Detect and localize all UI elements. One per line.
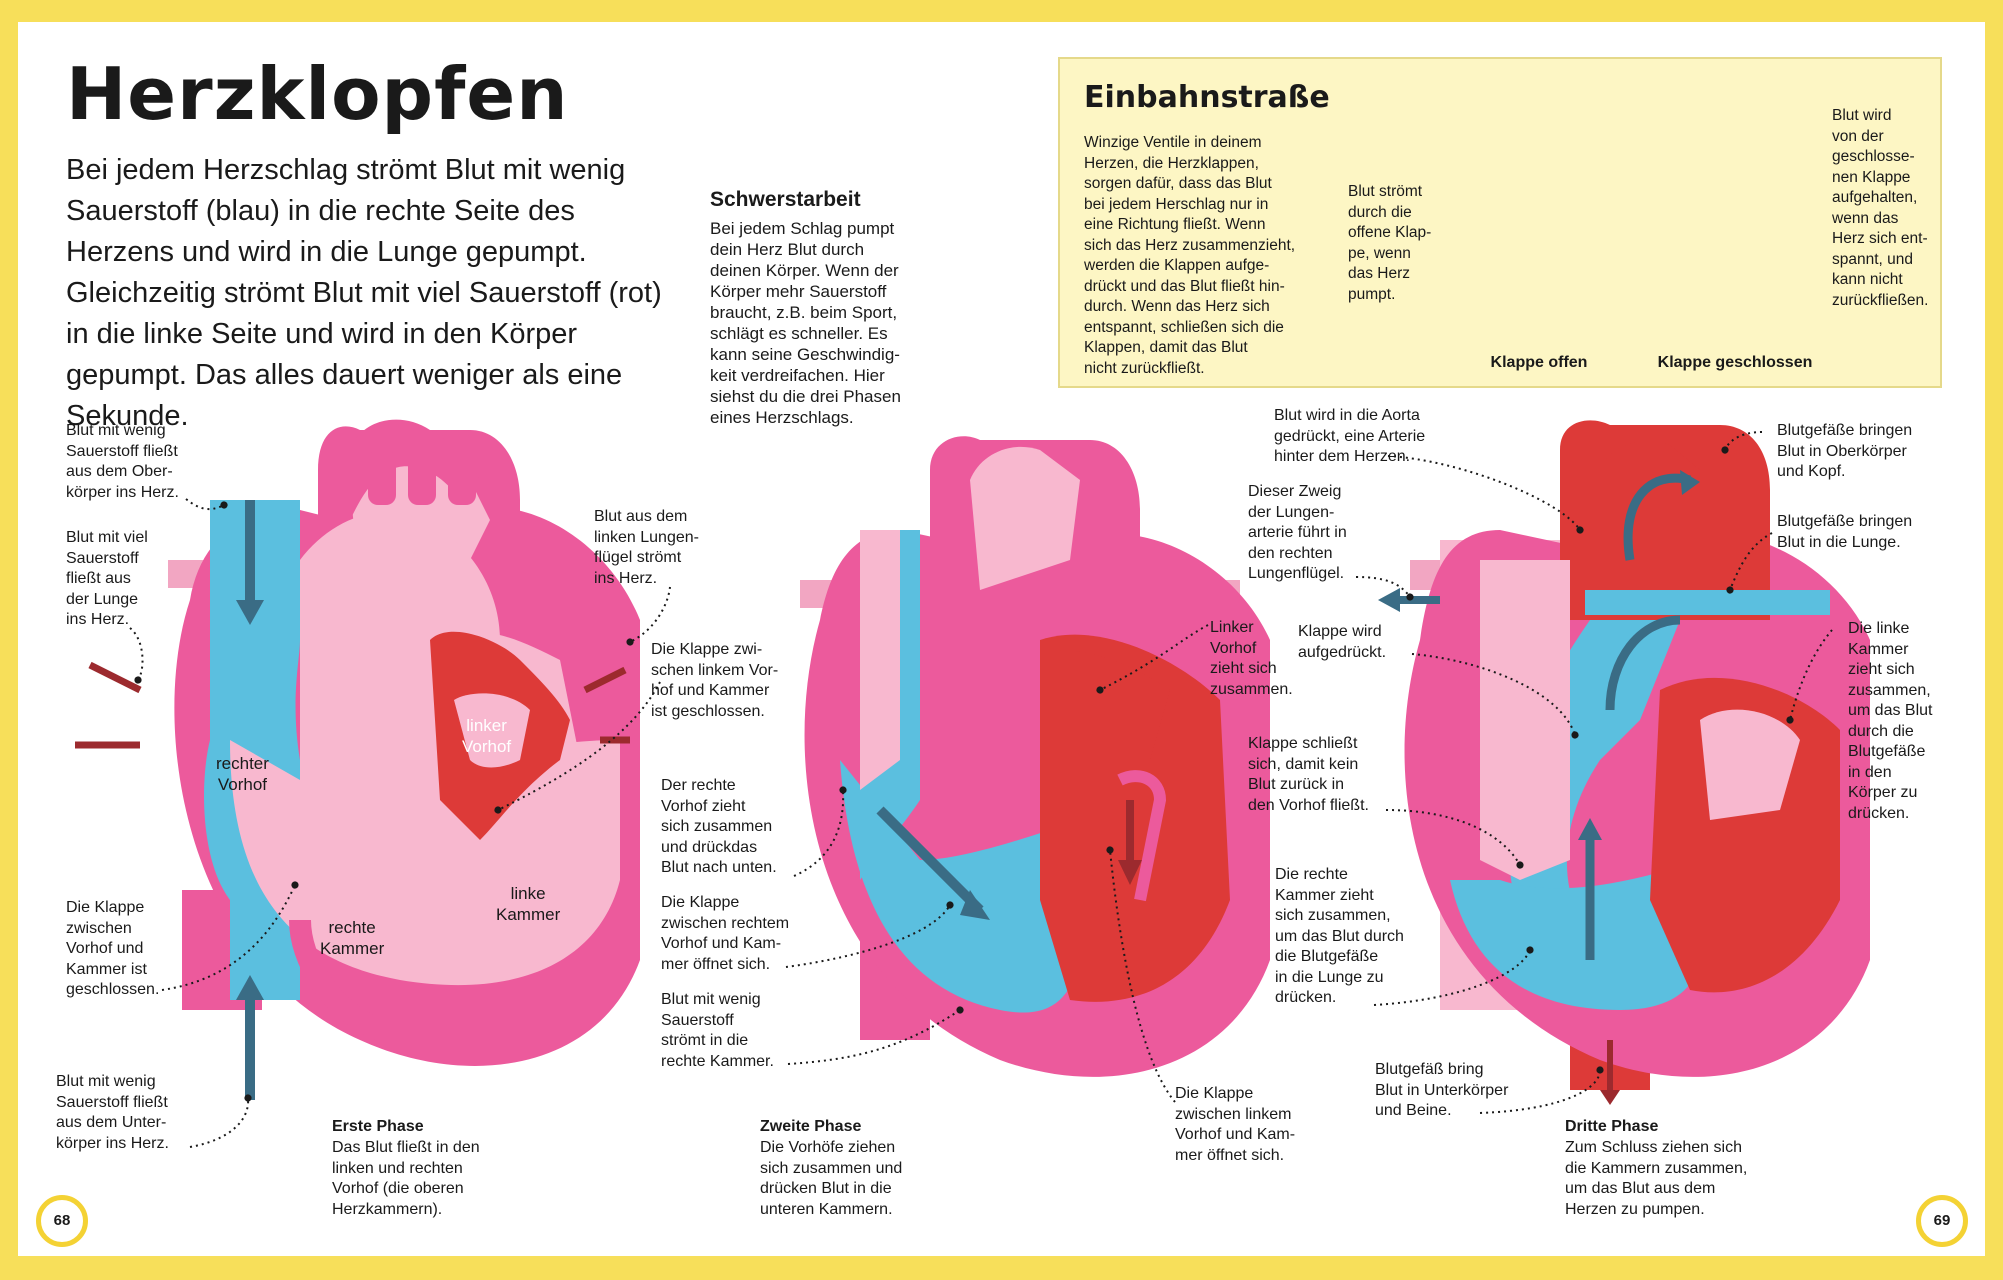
h2-caption-kammer: Blut mit wenig Sauerstoff strömt in die … [661,991,774,1070]
h3-caption-oberkoerper: Blutgefäße bringen Blut in Oberkörper un… [1777,422,1913,480]
page-number-left: 68 [36,1195,88,1247]
page-number-right: 69 [1916,1195,1968,1247]
valve-closed-label: Klappe geschlossen [1657,354,1813,371]
phase-2-title: Zweite Phase [760,1118,862,1135]
schwerstarbeit-heading: Schwerstarbeit [710,188,861,211]
schwerstarbeit-text: Bei jedem Schlag pumpt dein Herz Blut du… [710,219,901,427]
einbahn-text: Winzige Ventile in deinem Herzen, die He… [1084,134,1296,377]
phase-2-text: Die Vorhöfe ziehen sich zusammen und drü… [760,1139,903,1218]
heart-phase-1 [75,419,640,1100]
h1-caption-oberkoerper: Blut mit wenig Sauerstoff fließt aus dem… [66,422,179,501]
page-title: Herzklopfen [66,52,569,136]
heart-phase-3 [1378,420,1870,1105]
h3-caption-unterkoerper: Blutgefäß bring Blut in Unterkörper und … [1375,1061,1509,1119]
label-rechte-kammer: rechte Kammer [320,918,385,958]
leader-lines [129,116,1833,1148]
phase-1-text: Das Blut fließt in den linken und rechte… [332,1139,480,1218]
valve-open-note: Blut strömt durch die offene Klap- pe, w… [1348,183,1432,303]
phase-3-text: Zum Schluss ziehen sich die Kammern zusa… [1565,1139,1748,1218]
label-linke-kammer: linke Kammer [496,884,561,924]
h3-caption-zweig: Dieser Zweig der Lungen- arterie führt i… [1248,483,1347,582]
heart-phase-2 [800,436,1270,1077]
h2-caption-linker-vorhof: Linker Vorhof zieht sich zusammen. [1210,619,1293,698]
phase-1-title: Erste Phase [332,1118,424,1135]
h2-caption-klappe-links: Die Klappe zwischen linkem Vorhof und Ka… [1175,1085,1296,1164]
h1-caption-klappe: Die Klappe zwischen Vorhof und Kammer is… [66,899,160,998]
h1-caption-lunge: Blut mit viel Sauerstoff fließt aus der … [66,529,148,628]
h3-caption-klappe-zu: Klappe schließt sich, damit kein Blut zu… [1248,735,1369,814]
h1-caption-klappe-links: Die Klappe zwi- schen linkem Vor- hof un… [651,641,779,720]
h2-caption-klappe: Die Klappe zwischen rechtem Vorhof und K… [661,894,790,973]
valve-closed-note: Blut wird von der geschlosse- nen Klappe… [1832,107,1929,309]
label-linker-vorhof: linker Vorhof [462,716,512,756]
h3-caption-linke-kammer: Die linke Kammer zieht sich zusammen, um… [1848,620,1933,822]
einbahn-heading: Einbahnstraße [1084,80,1330,115]
h1-caption-unterkoerper: Blut mit wenig Sauerstoff fließt aus dem… [56,1073,169,1152]
valve-open-label: Klappe offen [1490,354,1588,371]
h3-caption-rechte-kammer: Die rechte Kammer zieht sich zusammen, u… [1275,866,1404,1006]
h3-caption-aorta: Blut wird in die Aorta gedrückt, eine Ar… [1274,407,1426,465]
h2-caption-vorhof: Der rechte Vorhof zieht sich zusammen un… [661,777,777,876]
intro-paragraph: Bei jedem Herzschlag strömt Blut mit wen… [66,154,662,432]
phase-3-title: Dritte Phase [1565,1118,1659,1135]
h1-caption-lungenfluegel: Blut aus dem linken Lungen- flügel ström… [594,508,699,587]
einbahn-box [1058,57,1942,388]
h3-caption-lunge: Blutgefäße bringen Blut in die Lunge. [1777,513,1913,551]
h3-caption-klappe-auf: Klappe wird aufgedrückt. [1298,623,1387,661]
label-rechter-vorhof: rechter Vorhof [216,754,269,794]
